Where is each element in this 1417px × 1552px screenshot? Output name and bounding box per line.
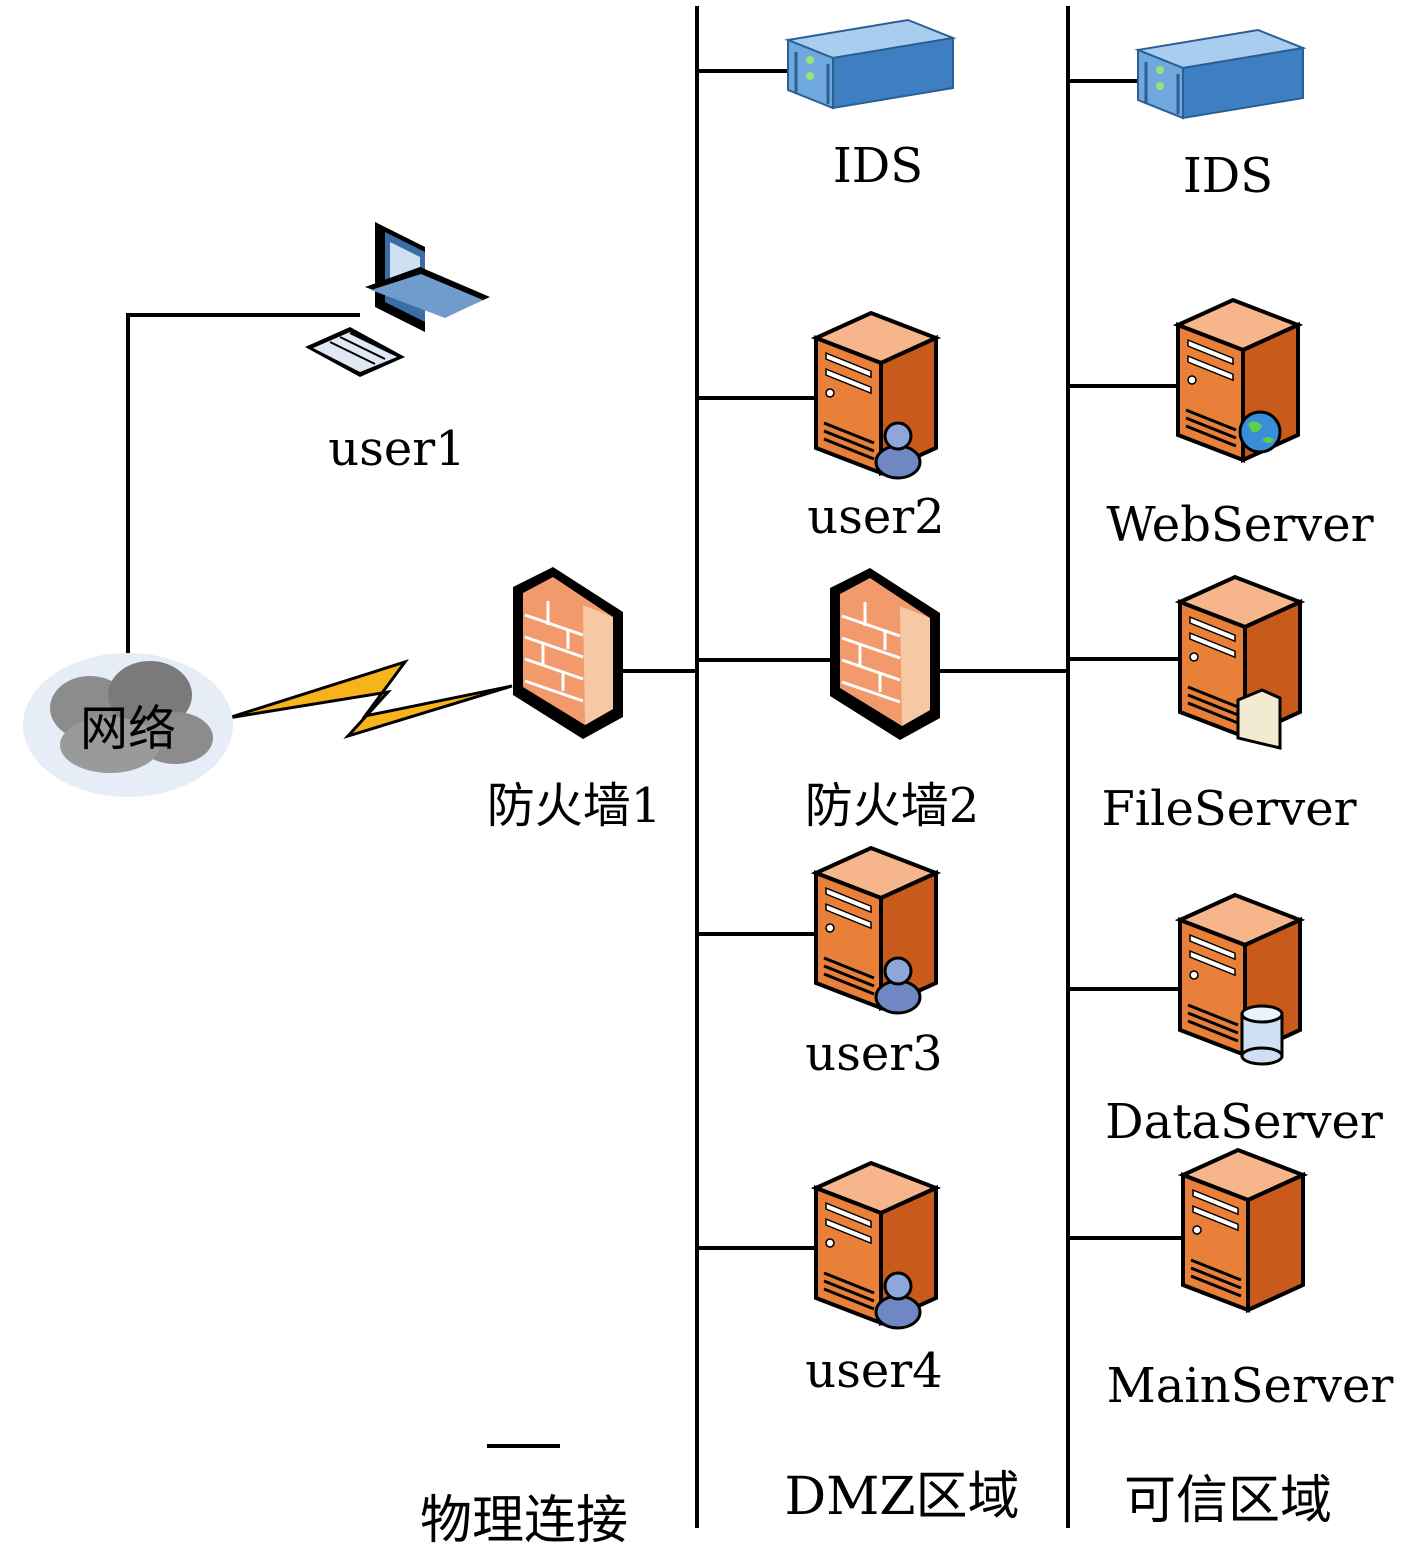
network-label: 网络 bbox=[80, 701, 176, 757]
webserver-label: WebServer bbox=[1106, 497, 1373, 553]
dmz-ids-label: IDS bbox=[833, 138, 923, 194]
desktop-pc-icon bbox=[305, 222, 490, 377]
dmz-ids-icon bbox=[786, 18, 955, 110]
database-icon bbox=[1240, 1004, 1284, 1066]
firewall2-icon bbox=[828, 566, 942, 742]
dmz-zone-label: DMZ区域 bbox=[784, 1467, 1019, 1527]
dataserver-label: DataServer bbox=[1105, 1094, 1383, 1150]
legend-label: 物理连接 bbox=[420, 1491, 628, 1551]
firewall1-icon bbox=[511, 565, 625, 741]
cloud-icon bbox=[23, 653, 233, 797]
fileserver-label: FileServer bbox=[1101, 781, 1356, 837]
firewall1-label: 防火墙1 bbox=[487, 778, 662, 834]
user3-label: user3 bbox=[805, 1026, 942, 1082]
mainserver-label: MainServer bbox=[1107, 1358, 1394, 1414]
user4-label: user4 bbox=[805, 1343, 942, 1399]
trusted-zone-label: 可信区域 bbox=[1124, 1471, 1332, 1531]
trusted-ids-icon bbox=[1136, 28, 1305, 120]
user1-network-link bbox=[126, 313, 360, 665]
lightning-icon bbox=[227, 659, 513, 740]
globe-icon bbox=[1238, 410, 1282, 454]
trusted-ids-label: IDS bbox=[1183, 148, 1273, 204]
firewall2-label: 防火墙2 bbox=[805, 778, 980, 834]
mainserver-icon bbox=[1181, 1148, 1305, 1312]
user2-label: user2 bbox=[807, 489, 944, 545]
user3-server-icon bbox=[814, 846, 938, 1010]
folder-icon bbox=[1236, 688, 1282, 750]
user1-label: user1 bbox=[328, 421, 465, 477]
user4-server-icon bbox=[814, 1161, 938, 1325]
user2-server-icon bbox=[814, 311, 938, 475]
